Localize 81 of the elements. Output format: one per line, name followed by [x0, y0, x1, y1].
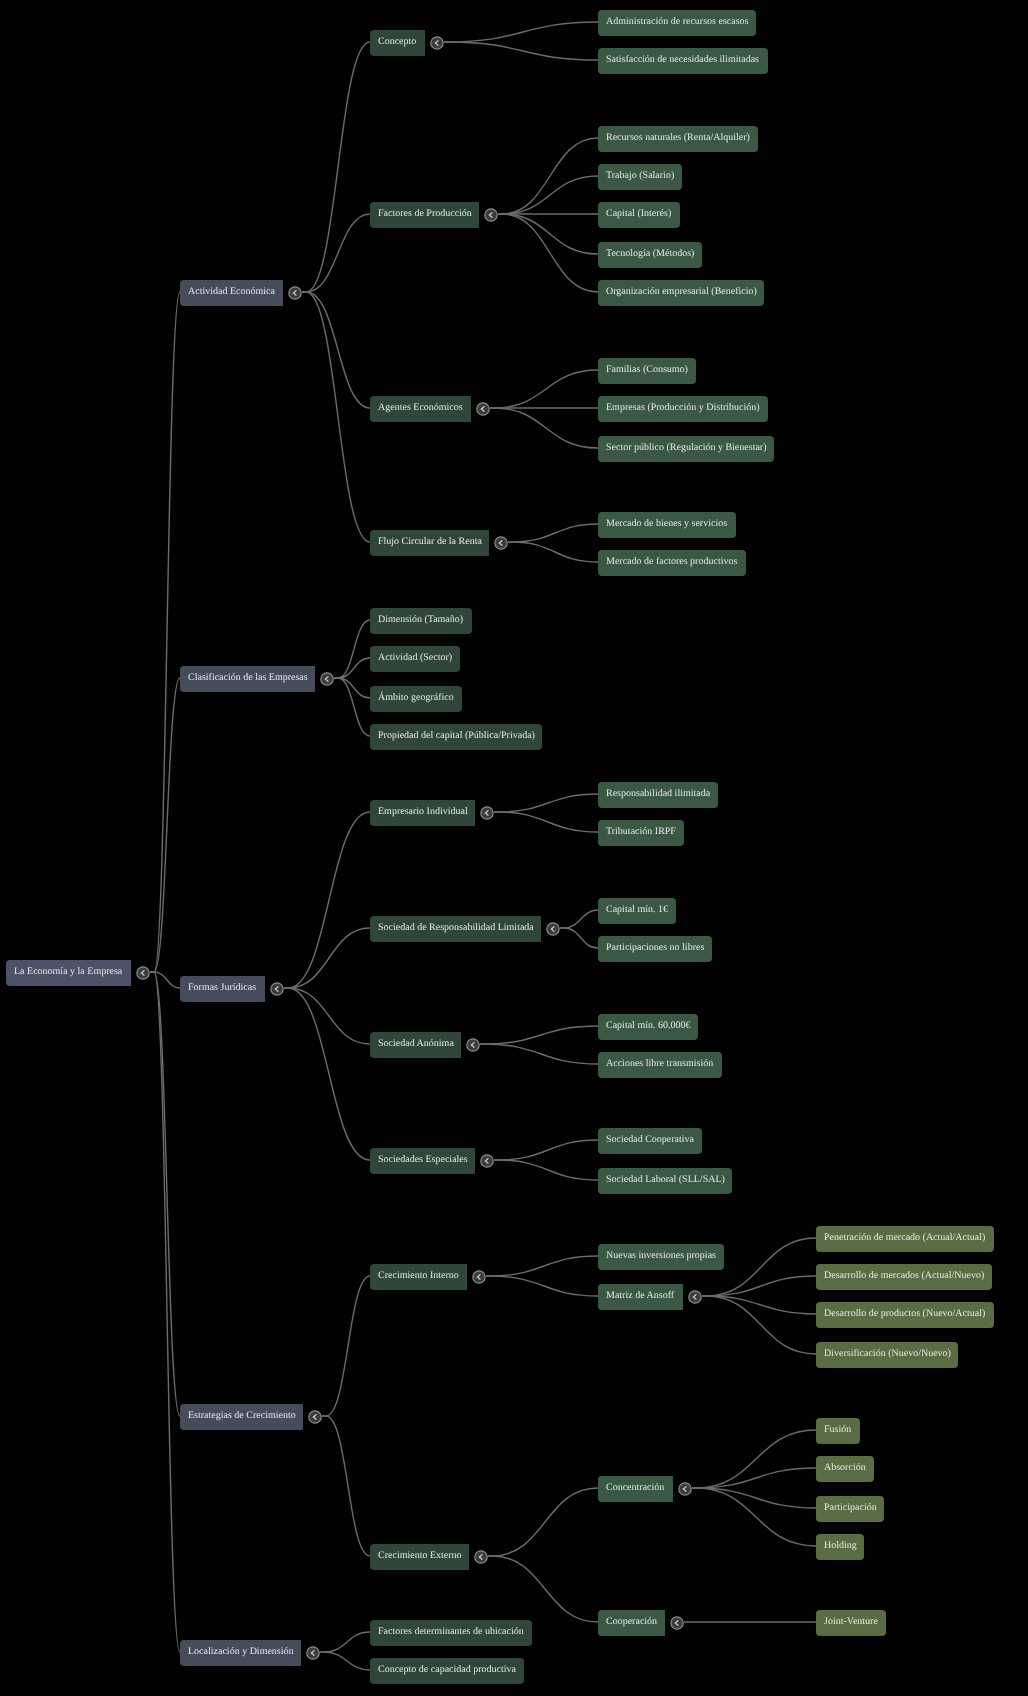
- connector-line: [691, 1487, 817, 1547]
- connector-line: [301, 291, 371, 543]
- connector-line: [321, 1415, 371, 1557]
- detail-topic: [598, 1475, 692, 1501]
- detail-topic: [598, 1283, 702, 1309]
- detail-topic: [598, 125, 758, 151]
- main-topic: [180, 975, 284, 1001]
- subtopic: [370, 1147, 495, 1173]
- main-topic: [180, 1403, 323, 1429]
- detail-topic: [598, 201, 680, 227]
- connector-line: [149, 291, 181, 973]
- sub-detail-topic: [816, 1609, 886, 1635]
- connector-line: [149, 971, 181, 1653]
- subtopic: [370, 201, 499, 227]
- detail-topic: [598, 279, 765, 305]
- detail-topic: [598, 435, 775, 461]
- sub-detail-topic: [816, 1341, 959, 1367]
- main-topic: [180, 279, 302, 305]
- subtopic: [370, 1263, 486, 1289]
- main-topic: [180, 1639, 321, 1665]
- connector-line: [497, 213, 599, 293]
- connector-line: [701, 1295, 817, 1355]
- detail-topic: [598, 395, 768, 421]
- connector-line: [321, 1275, 371, 1417]
- connector-line: [493, 1159, 599, 1181]
- connector-line: [149, 971, 181, 1417]
- detail-topic: [598, 357, 696, 383]
- detail-topic: [598, 241, 703, 267]
- sub-detail-topic: [816, 1495, 885, 1521]
- connector-line: [507, 541, 599, 563]
- sub-detail-topic: [816, 1225, 994, 1251]
- subtopic: [370, 29, 444, 55]
- detail-topic: [598, 819, 684, 845]
- root-topic: [6, 959, 150, 985]
- detail-topic: [598, 47, 768, 73]
- detail-topic: [598, 781, 719, 807]
- connector-line: [489, 407, 599, 449]
- connector-line: [683, 1621, 817, 1623]
- detail-topic: [598, 1127, 703, 1153]
- subtopic: [370, 723, 543, 749]
- connector-line: [559, 927, 599, 949]
- connector-line: [283, 987, 371, 1161]
- detail-topic: [598, 9, 757, 35]
- detail-topic: [598, 1243, 724, 1269]
- subtopic: [370, 915, 561, 941]
- sub-detail-topic: [816, 1455, 874, 1481]
- connector-line: [149, 677, 181, 973]
- connector-line: [487, 1555, 599, 1623]
- connector-line: [333, 677, 371, 737]
- subtopic: [370, 1031, 481, 1057]
- detail-topic: [598, 897, 676, 923]
- subtopic: [370, 799, 495, 825]
- subtopic: [370, 1657, 524, 1683]
- connector-line: [149, 971, 181, 989]
- subtopic: [370, 529, 509, 555]
- subtopic: [370, 607, 472, 633]
- sub-detail-topic: [816, 1533, 865, 1559]
- sub-detail-topic: [816, 1301, 994, 1327]
- detail-topic: [598, 1609, 685, 1635]
- subtopic: [370, 1619, 532, 1645]
- detail-topic: [598, 549, 746, 575]
- subtopic: [370, 1543, 489, 1569]
- connector-line: [443, 41, 599, 61]
- subtopic: [370, 685, 462, 711]
- connector-line: [301, 291, 371, 409]
- connector-line: [485, 1275, 599, 1297]
- sub-detail-topic: [816, 1417, 860, 1443]
- connector-line: [333, 677, 371, 699]
- connector-line: [493, 811, 599, 833]
- connector-line: [319, 1651, 371, 1671]
- sub-detail-topic: [816, 1263, 993, 1289]
- subtopic: [370, 395, 490, 421]
- detail-topic: [598, 511, 736, 537]
- subtopic: [370, 645, 461, 671]
- detail-topic: [598, 1051, 722, 1077]
- detail-topic: [598, 1167, 733, 1193]
- connector-line: [479, 1043, 599, 1065]
- detail-topic: [598, 935, 713, 961]
- detail-topic: [598, 163, 683, 189]
- main-topic: [180, 665, 335, 691]
- detail-topic: [598, 1013, 699, 1039]
